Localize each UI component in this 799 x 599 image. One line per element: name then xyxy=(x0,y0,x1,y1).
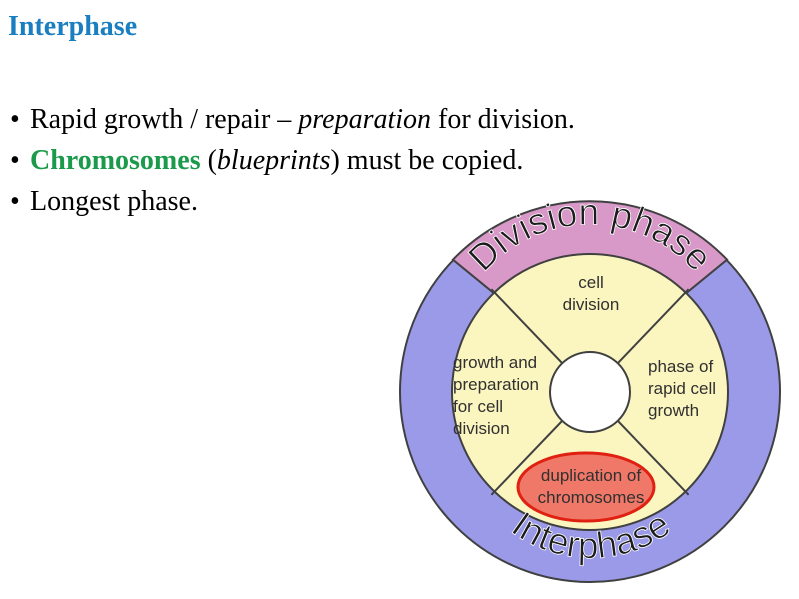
sector-top-label: cell xyxy=(578,273,604,292)
bullet-dot: • xyxy=(10,104,20,135)
bullet-list: • Rapid growth / repair – preparation for… xyxy=(10,101,575,224)
sector-left-label: preparation xyxy=(453,375,539,394)
sector-left-label: growth and xyxy=(453,353,537,372)
sector-left-label: for cell xyxy=(453,397,503,416)
bullet-text-normal: Longest phase. xyxy=(30,186,198,217)
bullet-text-normal: Rapid growth / repair – xyxy=(30,104,299,135)
sector-bottom-label: duplication of xyxy=(541,466,641,485)
sector-bottom-label: chromosomes xyxy=(538,488,645,507)
bullet-item: • Chromosomes (blueprints) must be copied… xyxy=(10,142,575,183)
bullet-text-italic: blueprints xyxy=(216,145,331,176)
bullet-text-normal: ) must be copied. xyxy=(330,145,524,176)
bullet-dot: • xyxy=(10,145,20,176)
sector-left-label: division xyxy=(453,419,510,438)
bullet-text-italic: preparation xyxy=(298,104,432,135)
sector-top-label: division xyxy=(563,295,620,314)
bullet-text-normal: ( xyxy=(200,145,217,176)
center-circle xyxy=(549,351,631,433)
bullet-item: • Rapid growth / repair – preparation for… xyxy=(10,101,575,142)
bullet-dot: • xyxy=(10,186,20,217)
sector-right-label: rapid cell xyxy=(648,379,716,398)
bullet-text-normal: for division. xyxy=(431,104,575,135)
bullet-item: • Longest phase. xyxy=(10,183,575,224)
sector-right-label: growth xyxy=(648,401,699,420)
bullet-keyword: Chromosomes xyxy=(30,145,201,176)
slide-title: Interphase xyxy=(8,11,138,42)
chromosome-highlight xyxy=(516,451,656,523)
sector-right-label: phase of xyxy=(648,357,713,376)
